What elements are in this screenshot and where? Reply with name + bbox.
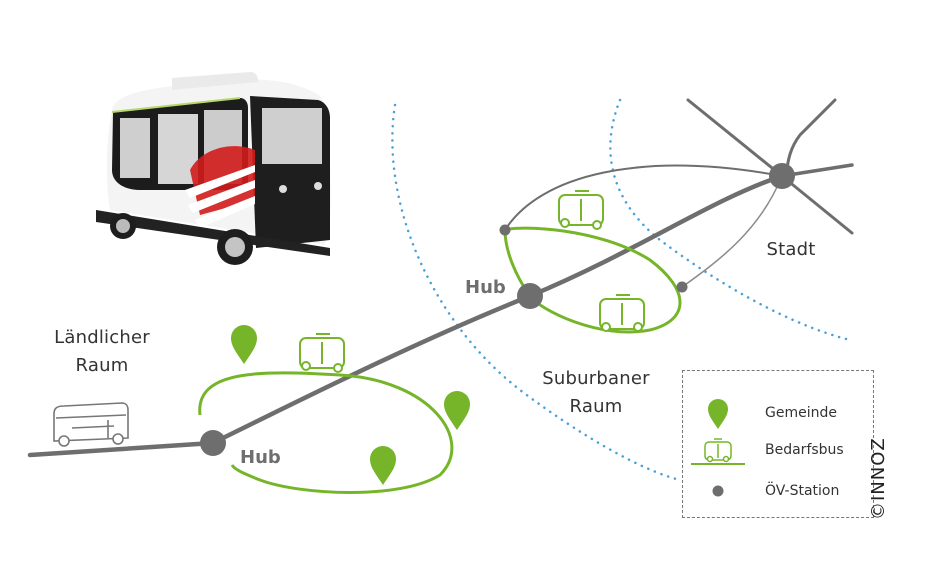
legend-item-bedarfsbus: Bedarfsbus <box>683 436 873 466</box>
map-pin-icon <box>708 399 728 429</box>
suburban-boundary <box>391 103 682 482</box>
minibus-icon <box>599 294 645 332</box>
suburban-loop <box>503 226 682 334</box>
pins <box>231 325 470 485</box>
region-label-rural: Ländlicher Raum <box>42 324 162 380</box>
map-pin-icon <box>370 446 396 485</box>
legend-item-oev-station: ÖV-Station <box>683 477 873 507</box>
station-small-1 <box>499 224 511 236</box>
station-rural-hub <box>200 430 226 456</box>
legend: Gemeinde Bedarfsbus ÖV-Station <box>682 370 874 518</box>
copyright-label: ©INNOZ <box>868 437 889 520</box>
region-label-rural-line1: Ländlicher <box>54 327 150 348</box>
dot-icon <box>712 485 724 497</box>
station-suburban-hub <box>517 283 543 309</box>
hub-label-suburban: Hub <box>465 277 506 298</box>
station-small-2 <box>676 281 688 293</box>
city-boundary <box>609 98 852 342</box>
hub-label-rural: Hub <box>240 447 281 468</box>
map-pin-icon <box>444 391 470 430</box>
region-label-rural-line2: Raum <box>75 355 129 376</box>
legend-label-gemeinde: Gemeinde <box>765 405 837 421</box>
legend-label-bedarfsbus: Bedarfsbus <box>765 442 844 458</box>
bus-icon <box>53 402 129 447</box>
minibus-icon <box>299 333 345 373</box>
autonomous-shuttle-image <box>96 72 331 265</box>
map-pin-icon <box>231 325 257 364</box>
region-label-suburban-line2: Raum <box>569 396 623 417</box>
rural-loop <box>198 371 454 494</box>
minibus-icon <box>691 438 745 465</box>
legend-label-oev-station: ÖV-Station <box>765 483 840 499</box>
region-label-city: Stadt <box>766 239 816 260</box>
region-label-suburban: Suburbaner Raum <box>536 365 656 421</box>
station-city <box>769 163 795 189</box>
legend-item-gemeinde: Gemeinde <box>683 399 873 429</box>
region-label-suburban-line1: Suburbaner <box>542 368 650 389</box>
minibus-icon <box>558 190 604 230</box>
